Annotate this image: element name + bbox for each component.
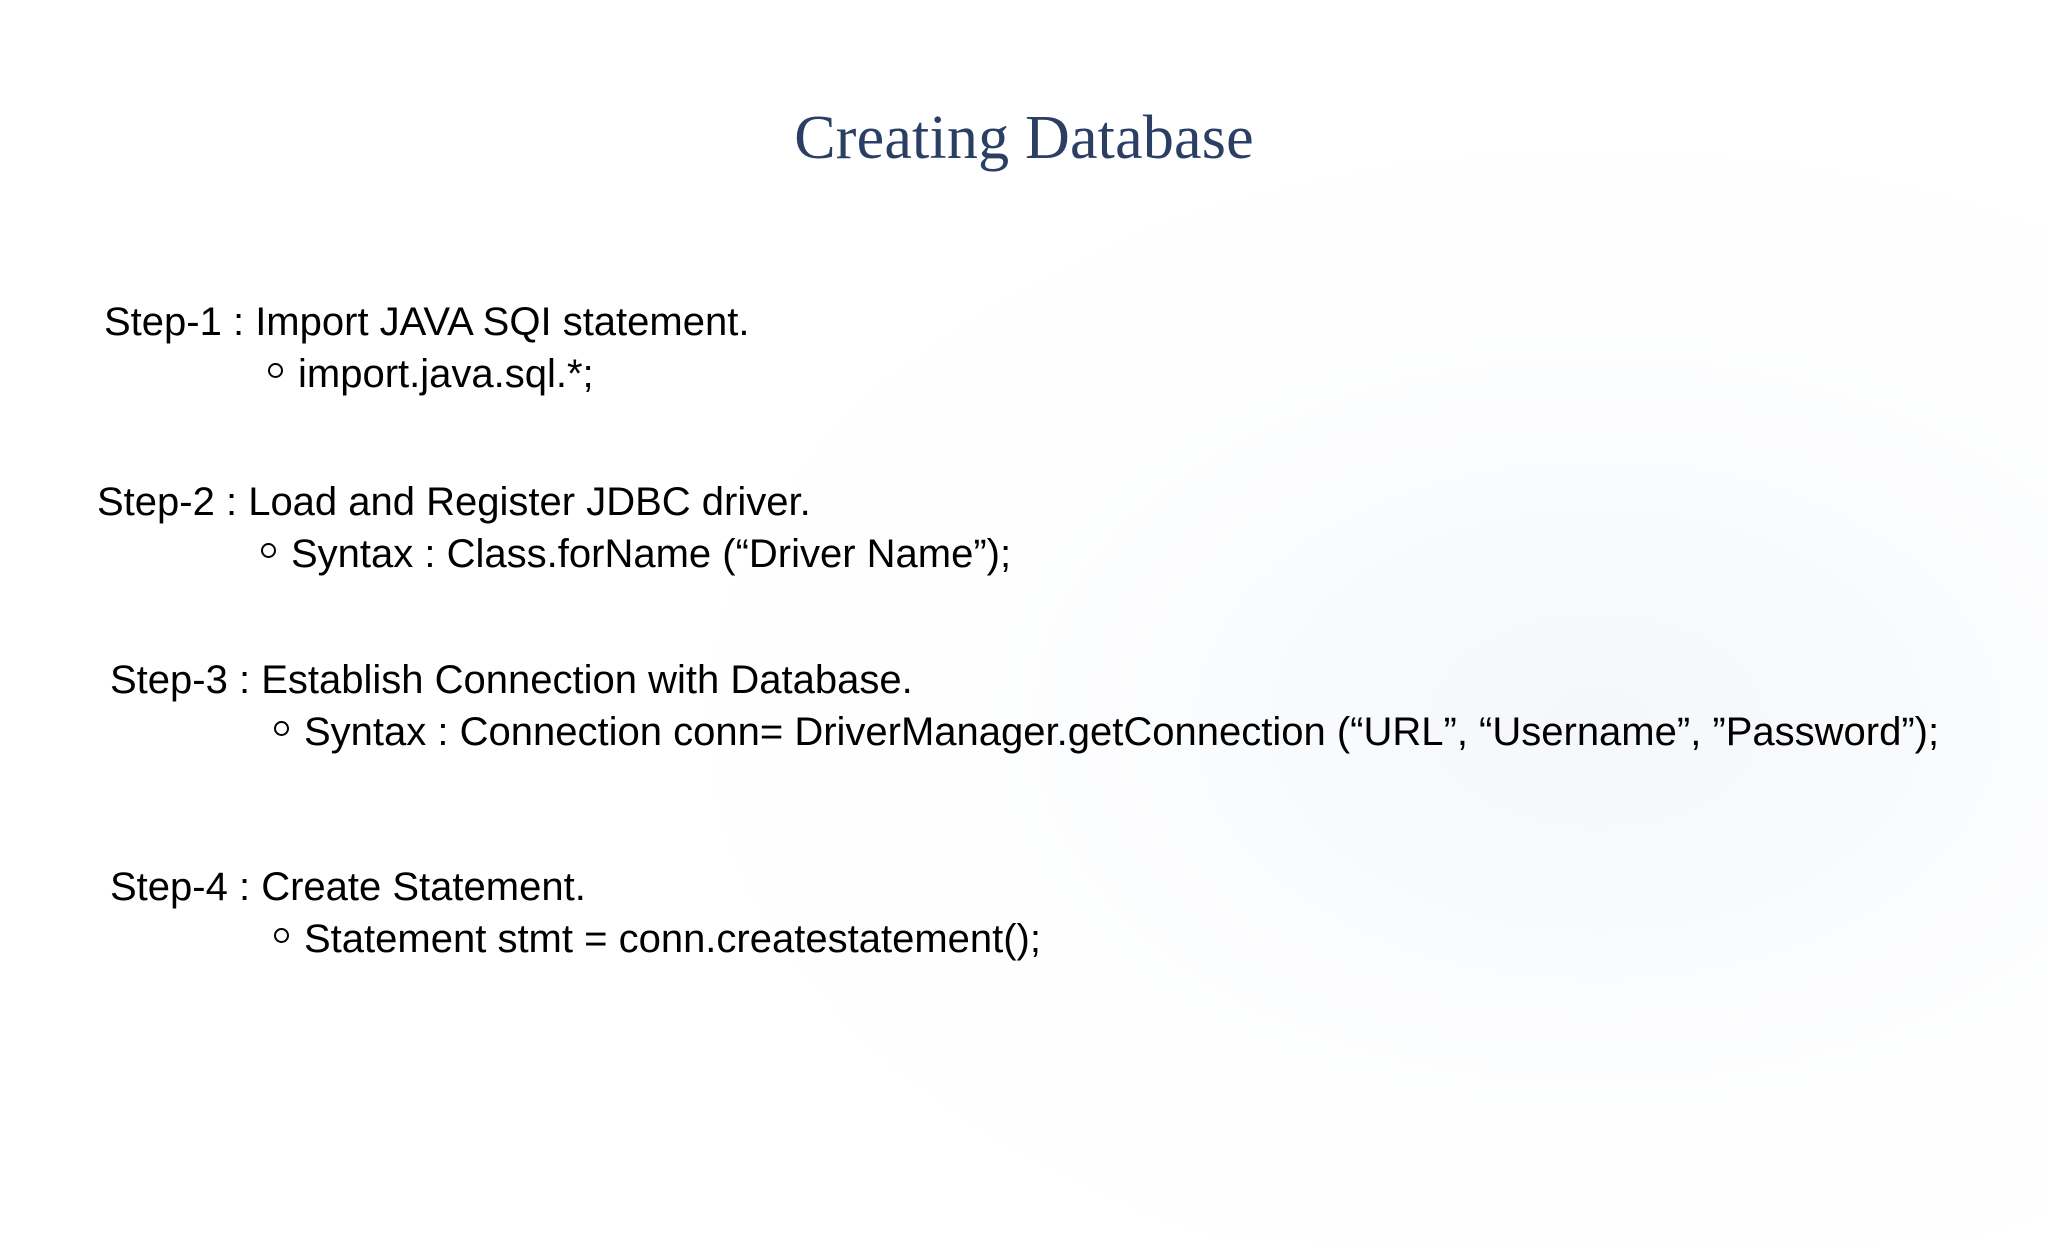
step-3-heading: Step-3 : Establish Connection with Datab…: [110, 658, 913, 702]
page-title: Creating Database: [794, 104, 1254, 172]
step-4-heading: Step-4 : Create Statement.: [110, 865, 586, 909]
circle-bullet-icon: [268, 363, 283, 378]
circle-bullet-icon: [274, 928, 289, 943]
circle-bullet-icon: [274, 721, 289, 736]
step-block-2: Step-2 : Load and Register JDBC driver. …: [97, 476, 1011, 580]
step-4-sub-item: Statement stmt = conn.createstatement();: [274, 913, 1041, 965]
step-1-sub-item: import.java.sql.*;: [268, 348, 749, 400]
step-2-sub-text: Syntax : Class.forName (“Driver Name”);: [291, 532, 1012, 576]
step-3-sub-text: Syntax : Connection conn= DriverManager.…: [304, 710, 1940, 754]
step-1-sub-text: import.java.sql.*;: [298, 352, 594, 396]
step-block-1: Step-1 : Import JAVA SQI statement. impo…: [104, 296, 749, 400]
step-block-3: Step-3 : Establish Connection with Datab…: [110, 654, 1939, 758]
step-3-sub-item: Syntax : Connection conn= DriverManager.…: [274, 706, 1939, 758]
step-block-4: Step-4 : Create Statement. Statement stm…: [110, 861, 1041, 965]
step-4-sub-text: Statement stmt = conn.createstatement();: [304, 917, 1041, 961]
step-2-sub-item: Syntax : Class.forName (“Driver Name”);: [261, 528, 1011, 580]
step-1-heading: Step-1 : Import JAVA SQI statement.: [104, 300, 750, 344]
circle-bullet-icon: [261, 543, 276, 558]
step-2-heading: Step-2 : Load and Register JDBC driver.: [97, 480, 811, 524]
